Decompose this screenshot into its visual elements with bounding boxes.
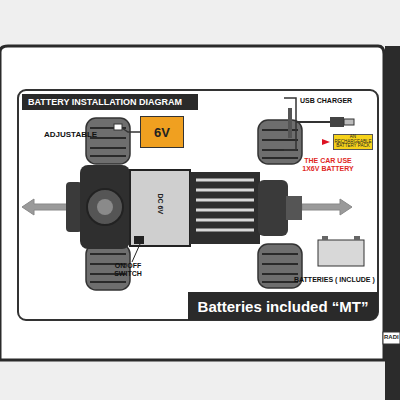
part-label: ADJUSTABLE	[44, 131, 114, 140]
header-band: BATTERY INSTALLATION DIAGRAM	[22, 94, 198, 110]
part-label: BATTERIES ( INCLUDE )	[294, 276, 378, 284]
node-text: 6V	[154, 125, 170, 140]
part-label: ON/OFF SWITCH	[108, 262, 148, 277]
battery-tag: AN RECHARGEABLE BATTERY PACK	[333, 134, 373, 150]
node-text: AN RECHARGEABLE BATTERY PACK	[334, 135, 372, 149]
footer-band: Batteries included “MT”	[188, 292, 378, 320]
node-text: BATTERY INSTALLATION DIAGRAM	[28, 97, 182, 107]
warning-note: THE CAR USE 1X6V BATTERY	[296, 157, 360, 172]
battery-pack: 6V	[140, 116, 184, 148]
node-text: Batteries included “MT”	[198, 298, 369, 315]
cut-off-label: RADI	[384, 334, 400, 341]
part-label: USB CHARGER	[300, 97, 370, 105]
voltage-marking: DC 6V	[156, 184, 164, 224]
